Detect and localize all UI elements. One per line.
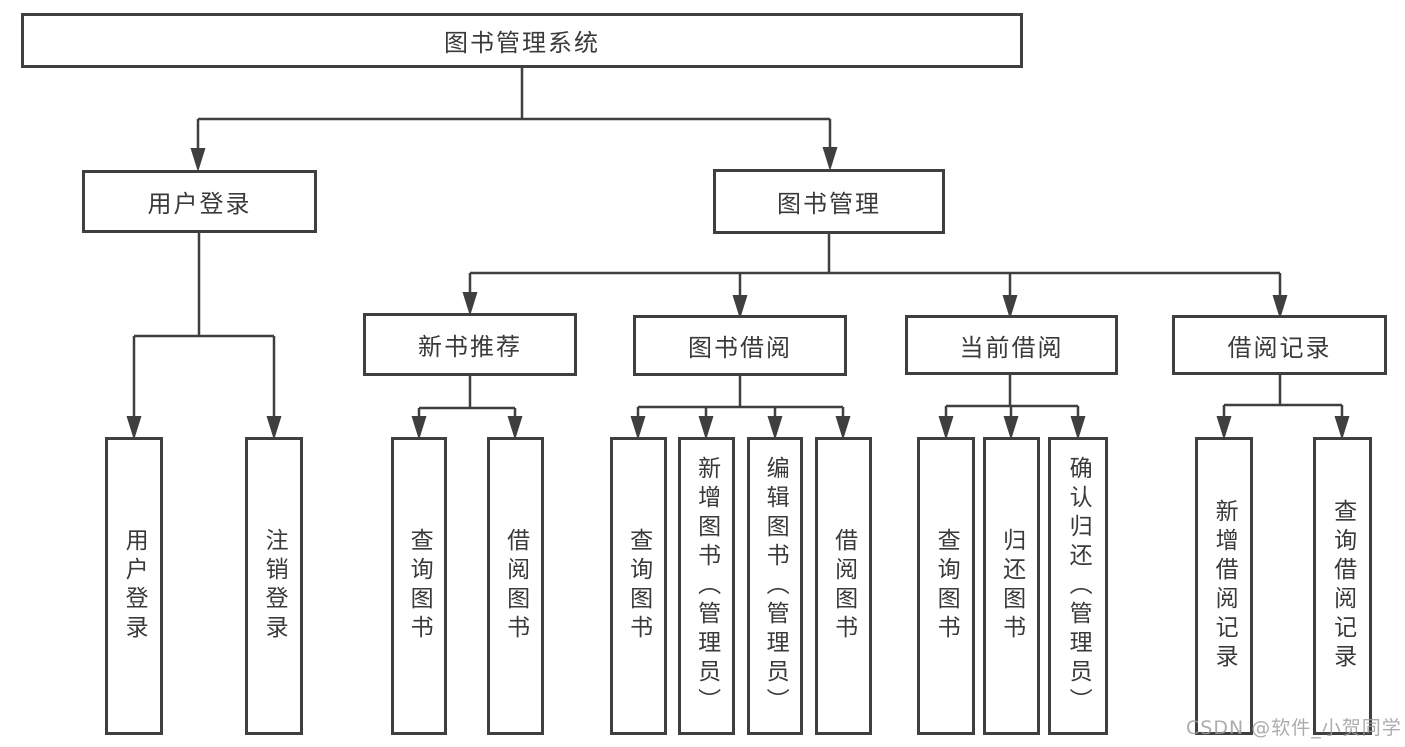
leaf-bb-edit-book: 编辑图书（管理员） [747,437,803,735]
node-book-mgmt: 图书管理 [713,169,945,234]
csdn-watermark: CSDN @软件_小贺同学 [1186,717,1402,739]
leaf-rec-query-book: 查询图书 [391,437,447,735]
leaf-cb-confirm-return-label: 确认归还（管理员） [1065,455,1092,717]
leaf-cb-query-book: 查询图书 [917,437,975,735]
leaf-cb-return-book: 归还图书 [983,437,1040,735]
leaf-login: 用户登录 [105,437,163,735]
leaf-br-add-record-label: 新增借阅记录 [1211,499,1238,673]
leaf-br-query-record-label: 查询借阅记录 [1329,499,1356,673]
node-new-book-rec-label: 新书推荐 [418,333,522,361]
leaf-bb-borrow-book-label: 借阅图书 [830,528,857,644]
connector-new-book-rec [417,376,517,422]
node-user-login-label: 用户登录 [147,190,252,218]
leaf-bb-add-book-label: 新增图书（管理员） [693,455,720,717]
leaf-bb-query-book-label: 查询图书 [625,528,652,644]
leaf-br-query-record: 查询借阅记录 [1313,437,1372,735]
connector-user-login [132,233,276,422]
node-borrow-records: 借阅记录 [1172,315,1387,375]
node-root: 图书管理系统 [21,13,1023,68]
node-book-borrow-label: 图书借阅 [688,334,792,362]
leaf-rec-query-book-label: 查询图书 [406,528,433,644]
leaf-rec-borrow-book: 借阅图书 [487,437,544,735]
node-borrow-records-label: 借阅记录 [1227,333,1332,362]
arrowheads [126,147,1350,440]
leaf-logout: 注销登录 [245,437,303,735]
node-book-borrow: 图书借阅 [633,315,847,376]
leaf-cb-query-book-label: 查询图书 [933,528,960,644]
leaf-logout-label: 注销登录 [261,528,288,644]
connector-book-mgmt [468,234,1282,300]
node-current-borrow-label: 当前借阅 [959,333,1064,362]
leaf-cb-confirm-return: 确认归还（管理员） [1048,437,1108,735]
leaf-bb-borrow-book: 借阅图书 [815,437,872,735]
leaf-bb-add-book: 新增图书（管理员） [678,437,735,735]
node-current-borrow: 当前借阅 [905,315,1118,375]
leaf-bb-query-book: 查询图书 [610,437,667,735]
leaf-rec-borrow-book-label: 借阅图书 [502,528,529,644]
connector-root [196,68,832,152]
leaf-bb-edit-book-label: 编辑图书（管理员） [762,455,789,717]
connector-current-borrow [944,375,1080,422]
node-user-login: 用户登录 [82,170,317,233]
connector-borrow-records [1222,375,1344,422]
leaf-cb-return-book-label: 归还图书 [998,528,1025,644]
node-root-label: 图书管理系统 [444,29,600,57]
connector-book-borrow [636,376,845,422]
leaf-login-label: 用户登录 [121,528,148,644]
node-new-book-rec: 新书推荐 [363,313,577,376]
node-book-mgmt-label: 图书管理 [777,190,881,218]
leaf-br-add-record: 新增借阅记录 [1195,437,1253,735]
